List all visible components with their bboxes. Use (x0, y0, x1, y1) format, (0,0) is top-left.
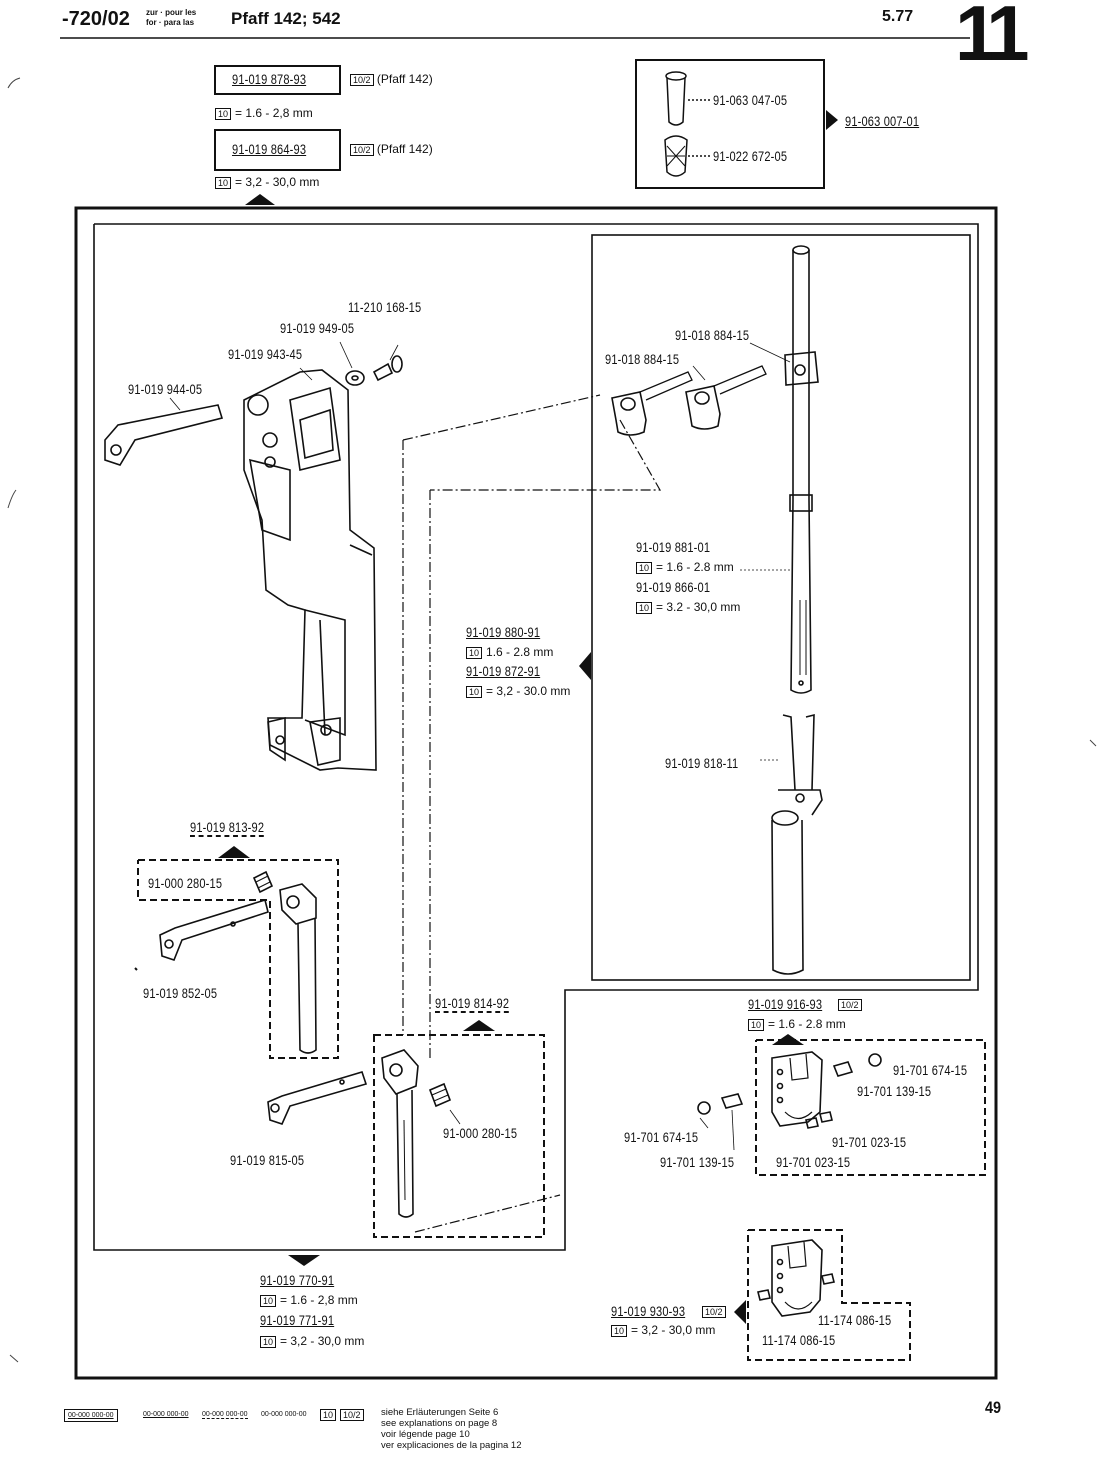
part-number: 91-019 878-93 (232, 72, 307, 87)
assembly-number: 91-063 007-01 (845, 114, 920, 129)
part-number: 91-022 672-05 (713, 149, 788, 164)
part-number: 91-701 023-15 (776, 1155, 851, 1170)
part-number: 11-174 086-15 (762, 1333, 836, 1348)
variant-label: 10/2 (Pfaff 142) (350, 142, 433, 156)
page-number: 49 (985, 1398, 1002, 1417)
variant-tag: 10/2 (350, 73, 374, 86)
group-header: 91-019 916-93 (748, 996, 838, 1014)
part-number: 91-701 023-15 (832, 1135, 907, 1150)
part-number: 91-019 881-01 (636, 540, 711, 555)
size-range: 10= 1.6 - 2,8 mm (215, 106, 313, 120)
legend-variant: 10/2 (340, 1409, 364, 1421)
range-tag: 10 (215, 107, 232, 120)
range-tag: 10 (636, 601, 653, 614)
header-code: -720/02 (62, 8, 130, 30)
range-text: = 3.2 - 30,0 mm (656, 600, 741, 614)
part-number: 91-019 949-05 (280, 321, 355, 336)
part-number: 91-019 818-11 (665, 756, 739, 771)
header-lang-line1: zur · pour les (146, 8, 197, 17)
variant-label: 10/2 (Pfaff 142) (350, 72, 433, 86)
range-text: = 1.6 - 2.8 mm (768, 1017, 846, 1031)
page-group-number: 11 (955, 0, 1030, 77)
range-tag: 10 (466, 646, 483, 659)
range-tag: 10 (260, 1294, 277, 1307)
variant-tag: 10/2 (702, 1305, 726, 1318)
size-range: 10= 3.2 - 30,0 mm (636, 600, 740, 614)
note-en: see explanations on page 8 (381, 1418, 498, 1429)
variant-tag: 10/2 (350, 143, 374, 156)
part-number: 91-701 139-15 (660, 1155, 735, 1170)
range-text: = 3,2 - 30.0 mm (486, 684, 571, 698)
variant-label: 10/2 (702, 1304, 726, 1318)
size-range: 10= 3,2 - 30,0 mm (260, 1334, 364, 1348)
part-number: 91-000 280-15 (148, 876, 223, 891)
part-number: 91-019 852-05 (143, 986, 218, 1001)
part-number: 91-701 139-15 (857, 1084, 932, 1099)
part-number: 91-701 674-15 (893, 1063, 968, 1078)
note-de: siehe Erläuterungen Seite 6 (381, 1407, 499, 1418)
size-range: 10= 3,2 - 30,0 mm (611, 1323, 715, 1337)
size-range: 10= 1.6 - 2.8 mm (636, 560, 734, 574)
range-tag: 10 (611, 1324, 628, 1337)
range-tag: 10 (260, 1335, 277, 1348)
header-lang-line2: for · para las (146, 18, 195, 27)
part-number: 91-019 815-05 (230, 1153, 305, 1168)
part-number: 91-018 884-15 (675, 328, 750, 343)
group-number: 91-019 771-91 (260, 1313, 335, 1328)
group-number: 91-019 813-92 (190, 820, 265, 837)
range-text: = 1.6 - 2,8 mm (280, 1293, 358, 1307)
variant-label: 10/2 (838, 997, 862, 1011)
legend-tag: 10 (320, 1409, 337, 1421)
legend-sample: 00-000 000-00 (261, 1411, 307, 1418)
part-number: 91-019 866-01 (636, 580, 711, 595)
range-tag: 10 (466, 685, 483, 698)
size-range: 10= 1.6 - 2,8 mm (260, 1293, 358, 1307)
group-number: 91-019 770-91 (260, 1273, 335, 1288)
part-number: 11-174 086-15 (818, 1313, 892, 1328)
variant-tag: 10/2 (838, 998, 862, 1011)
part-number: 91-000 280-15 (443, 1126, 518, 1141)
range-text: = 3,2 - 30,0 mm (280, 1334, 365, 1348)
part-number: 91-019 943-45 (228, 347, 303, 362)
group-number: 91-019 930-93 (611, 1304, 686, 1319)
size-range: 10= 3,2 - 30.0 mm (466, 684, 570, 698)
range-text: = 3,2 - 30,0 mm (235, 175, 320, 189)
legend-sample: 00-000 000-00 (202, 1411, 248, 1419)
model-label: (Pfaff 142) (376, 142, 433, 156)
note-es: ver explicaciones de la pagina 12 (381, 1440, 522, 1451)
legend-sample: 00-000 000-00 (68, 1412, 114, 1419)
part-number: 91-063 047-05 (713, 93, 788, 108)
part-number: 91-019 864-93 (232, 142, 307, 157)
part-number: 91-019 880-91 (466, 625, 541, 640)
header-title: Pfaff 142; 542 (231, 9, 341, 28)
part-number: 91-019 944-05 (128, 382, 203, 397)
range-tag: 10 (636, 561, 653, 574)
range-text: = 3,2 - 30,0 mm (631, 1323, 716, 1337)
model-label: (Pfaff 142) (376, 72, 433, 86)
header-date: 5.77 (882, 8, 914, 25)
part-number: 91-701 674-15 (624, 1130, 699, 1145)
group-number: 91-019 814-92 (435, 996, 510, 1013)
part-number: 91-018 884-15 (605, 352, 680, 367)
range-tag: 10 (215, 176, 232, 189)
group-header: 91-019 930-93 (611, 1303, 701, 1321)
range-text: = 1.6 - 2,8 mm (235, 106, 313, 120)
note-fr: voir légende page 10 (381, 1429, 470, 1440)
part-number: 91-019 872-91 (466, 664, 541, 679)
part-number: 11-210 168-15 (348, 300, 422, 315)
legend-sample: 00-000 000-00 (143, 1411, 189, 1418)
range-tag: 10 (748, 1018, 765, 1031)
range-text: = 1.6 - 2.8 mm (656, 560, 734, 574)
legend-box-solid: 00-000 000-00 (64, 1409, 118, 1422)
range-text: 1.6 - 2.8 mm (486, 645, 554, 659)
group-number: 91-019 916-93 (748, 997, 823, 1012)
size-range: 10= 3,2 - 30,0 mm (215, 175, 319, 189)
size-range: 10= 1.6 - 2.8 mm (748, 1017, 846, 1031)
